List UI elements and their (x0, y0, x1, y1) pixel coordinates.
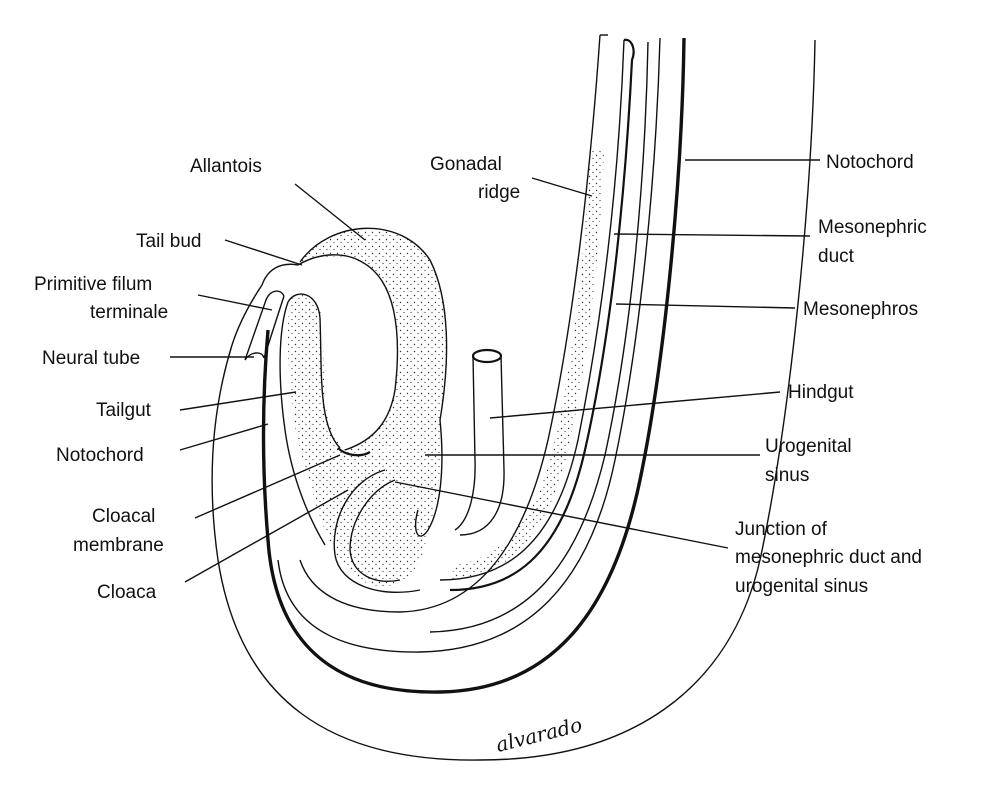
cloaca-region (288, 295, 441, 587)
label-cloacal-membrane-line1: Cloacal (92, 506, 155, 527)
gonadal-ridge-band (450, 150, 604, 580)
label-tail-bud: Tail bud (136, 231, 202, 252)
label-allantois: Allantois (190, 156, 262, 177)
urogenital-sinus-loop (333, 419, 443, 594)
label-cloaca: Cloaca (97, 582, 157, 603)
label-mesonephros: Mesonephros (803, 299, 918, 320)
label-urogenital-sinus-line2: sinus (765, 465, 809, 486)
neural-tube-end (244, 290, 285, 361)
label-neural-tube: Neural tube (42, 348, 140, 369)
tailgut-outline (261, 263, 341, 546)
label-mesonephric-duct-line1: Mesonephric (818, 217, 927, 238)
label-junction-line2: mesonephric duct and (735, 547, 922, 568)
label-tailgut: Tailgut (96, 400, 152, 421)
label-primitive-filum-line2: terminale (90, 302, 168, 323)
label-mesonephric-duct-line2: duct (818, 246, 855, 267)
neural-tube-shape (277, 34, 661, 653)
label-urogenital-sinus-line1: Urogenital (765, 436, 852, 457)
label-gonadal-ridge-line2: ridge (478, 182, 520, 203)
label-primitive-filum-line1: Primitive filum (34, 274, 152, 295)
embryo-outer-body (211, 39, 816, 761)
label-gonadal-ridge-line1: Gonadal (430, 154, 502, 175)
allantois-shape (297, 227, 448, 457)
mesonephric-duct-shape (439, 38, 635, 592)
leader-lines (170, 159, 820, 583)
hindgut-tube (454, 348, 505, 536)
label-junction-line1: Junction of (735, 519, 828, 540)
label-notochord-right: Notochord (826, 152, 914, 173)
label-junction-line3: urogenital sinus (735, 576, 868, 597)
notochord-line (261, 37, 686, 694)
labels: Allantois Tail bud Primitive filum termi… (34, 152, 927, 603)
label-notochord-left: Notochord (56, 445, 144, 466)
label-hindgut: Hindgut (788, 382, 854, 403)
label-cloacal-membrane-line2: membrane (73, 535, 164, 556)
